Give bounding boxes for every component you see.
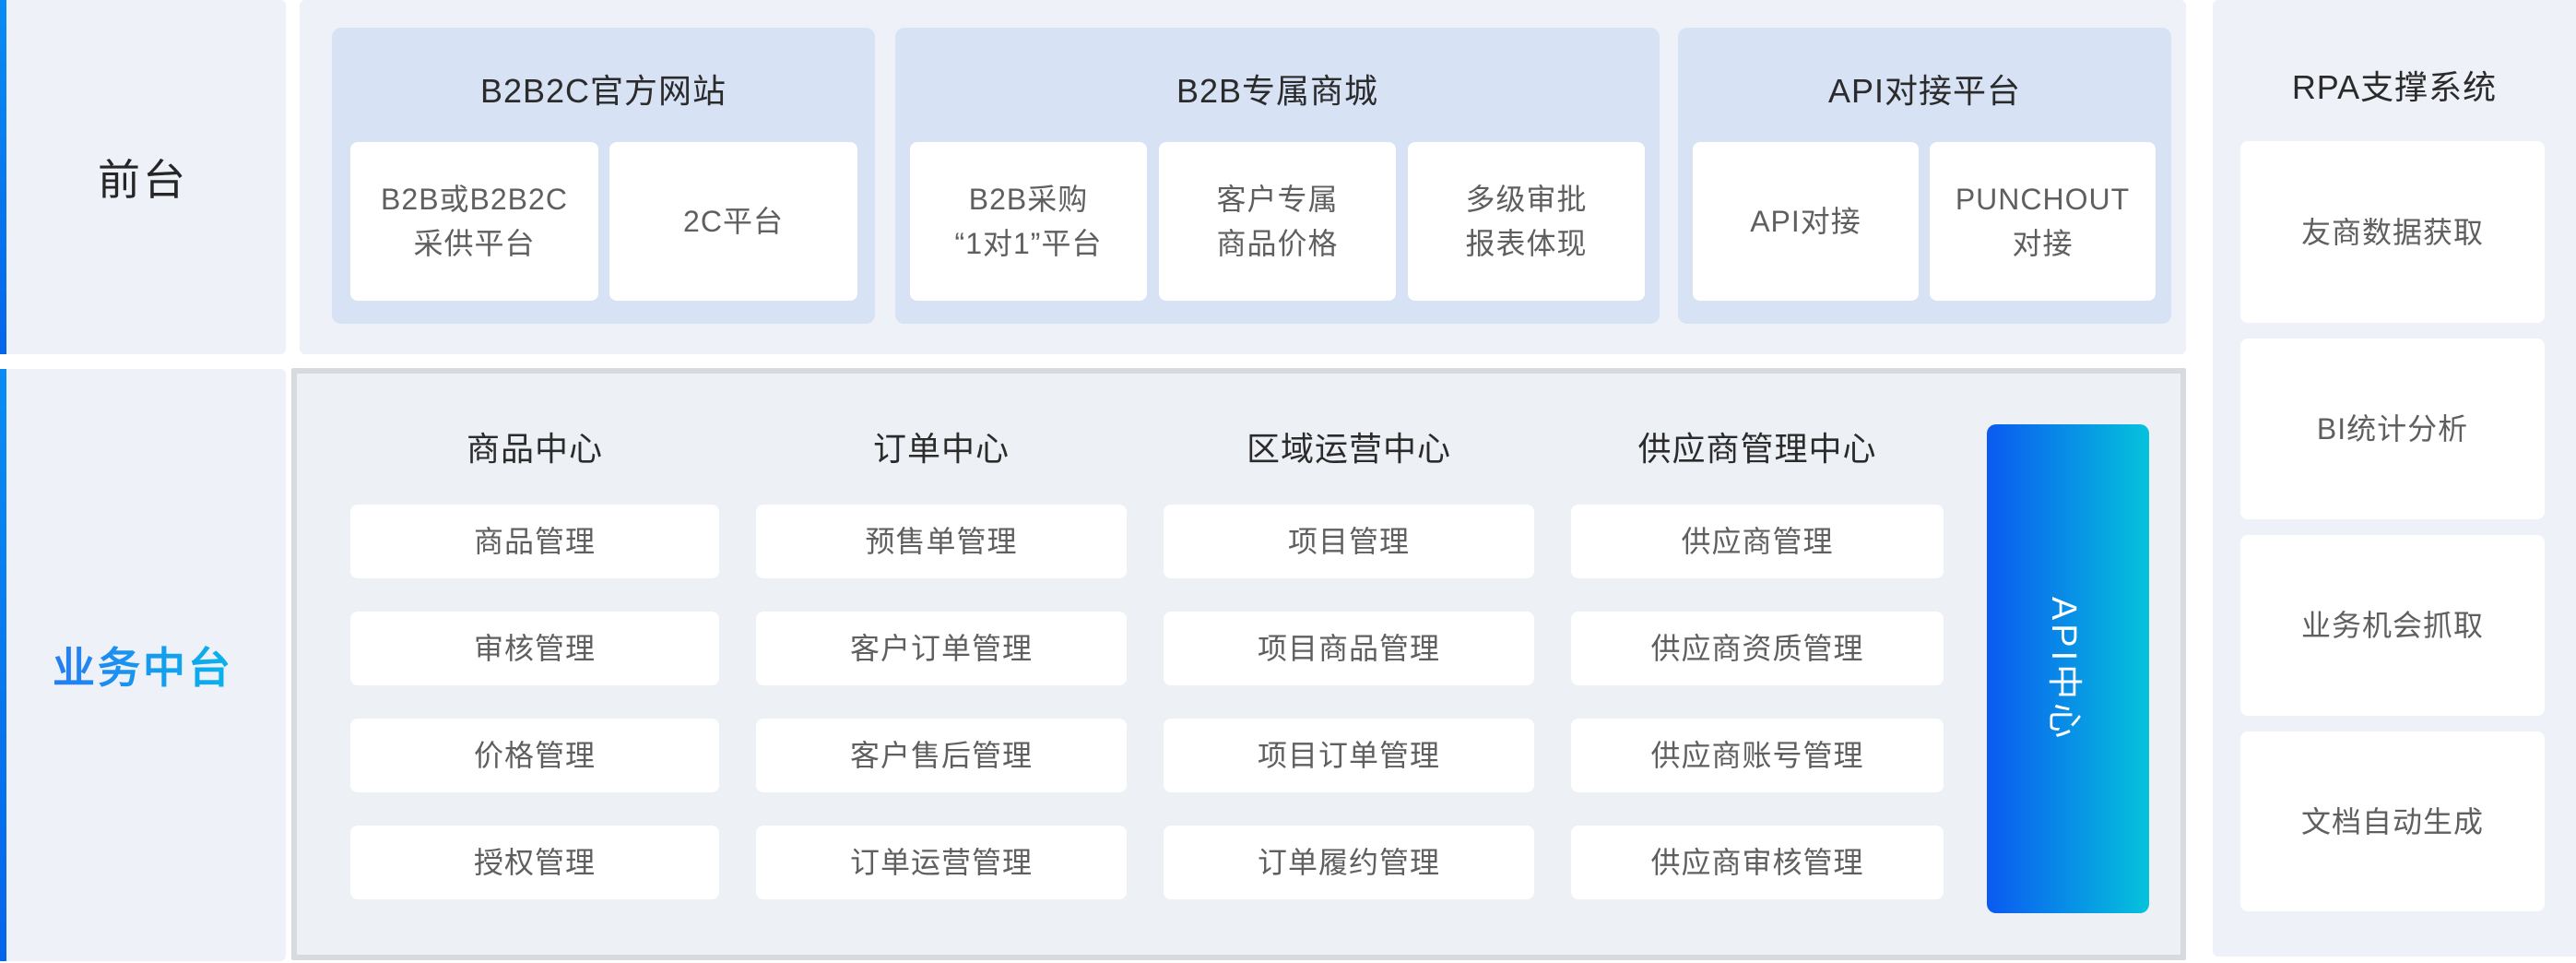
module-card: 项目商品管理 [1164,612,1534,685]
column-title: 供应商管理中心 [1637,430,1877,468]
rpa-card: 文档自动生成 [2240,731,2545,911]
business-middle-accent-bar [0,369,6,961]
module-card: 项目管理 [1164,505,1534,578]
rpa-card: 友商数据获取 [2240,141,2545,323]
front-office-accent-bar [0,0,6,354]
column-title: 区域运营中心 [1246,430,1451,468]
module-card: 审核管理 [350,612,719,685]
front-office-panel: 前台 [0,0,286,354]
module-card: 供应商资质管理 [1571,612,1944,685]
module-card: 订单履约管理 [1164,826,1534,899]
business-middle-label: 业务中台 [0,369,286,961]
group-card: 客户专属 商品价格 [1159,142,1396,301]
module-card: 供应商审核管理 [1571,826,1944,899]
group-title: B2B专属商城 [1176,72,1379,110]
group-title: B2B2C官方网站 [479,72,727,110]
group-card: 2C平台 [609,142,857,301]
module-card: 客户订单管理 [756,612,1127,685]
module-card: 客户售后管理 [756,719,1127,792]
group-title: API对接平台 [1827,72,2022,110]
rpa-card: 业务机会抓取 [2240,535,2545,716]
api-center-bar: API中心 [1987,424,2149,913]
module-card: 订单运营管理 [756,826,1127,899]
group-card: 多级审批 报表体现 [1408,142,1645,301]
column-title: 订单中心 [872,430,1010,468]
module-card: 供应商管理 [1571,505,1944,578]
column-title: 商品中心 [466,430,603,468]
group-card: API对接 [1693,142,1919,301]
business-middle-panel: 业务中台 [0,369,286,961]
module-card: 商品管理 [350,505,719,578]
group-card: PUNCHOUT 对接 [1930,142,2156,301]
module-card: 授权管理 [350,826,719,899]
module-card: 预售单管理 [756,505,1127,578]
module-card: 供应商账号管理 [1571,719,1944,792]
api-center-label: API中心 [2044,596,2084,742]
module-card: 价格管理 [350,719,719,792]
rpa-card: BI统计分析 [2240,339,2545,519]
rpa-title: RPA支撑系统 [2291,68,2498,106]
front-office-label: 前台 [98,156,188,204]
group-card: B2B采购 “1对1”平台 [910,142,1147,301]
group-card: B2B或B2B2C 采供平台 [350,142,598,301]
module-card: 项目订单管理 [1164,719,1534,792]
